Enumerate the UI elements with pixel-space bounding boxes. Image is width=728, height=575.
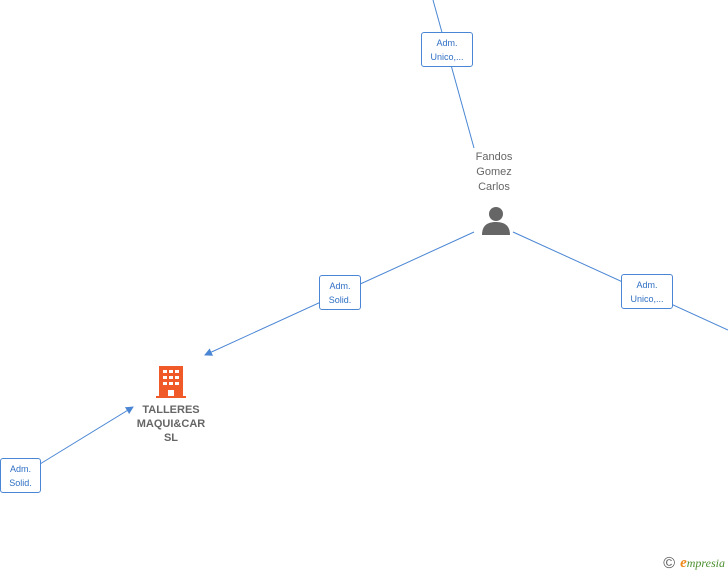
edge-label-left[interactable]: Adm. Solid. — [0, 458, 41, 493]
person-name-line3: Carlos — [478, 181, 510, 193]
company-name-line2: MAQUI&CAR — [136, 418, 206, 430]
edge-right — [512, 231, 728, 331]
edge-label-top[interactable]: Adm. Unico,... — [421, 32, 473, 67]
copyright-symbol: © — [663, 554, 676, 572]
building-icon[interactable] — [155, 364, 187, 398]
footer-watermark: © empresia — [663, 555, 725, 572]
empresia-logo: empresia — [680, 555, 725, 571]
edge-label-center-line2: Solid. — [328, 294, 352, 305]
edge-label-center[interactable]: Adm. Solid. — [319, 275, 361, 310]
company-name-line3: SL — [163, 432, 179, 444]
person-icon[interactable] — [481, 205, 511, 235]
person-name[interactable]: Fandos Gomez Carlos — [454, 150, 534, 195]
edge-label-top-line1: Adm. — [436, 37, 458, 48]
edge-label-center-line1: Adm. — [329, 280, 351, 291]
edge-label-top-line2: Unico,... — [430, 51, 464, 62]
edge-label-right-line1: Adm. — [636, 279, 658, 290]
company-name[interactable]: TALLERES MAQUI&CAR SL — [121, 403, 221, 445]
company-name-line1: TALLERES — [142, 404, 200, 416]
person-name-line2: Gomez — [476, 166, 512, 178]
edge-top — [432, 0, 475, 149]
person-name-line1: Fandos — [475, 151, 513, 163]
edge-label-right[interactable]: Adm. Unico,... — [621, 274, 673, 309]
edge-label-left-line1: Adm. — [9, 463, 31, 474]
edge-label-right-line2: Unico,... — [630, 293, 664, 304]
edge-label-left-line2: Solid. — [9, 477, 32, 488]
edge-left — [39, 406, 134, 465]
